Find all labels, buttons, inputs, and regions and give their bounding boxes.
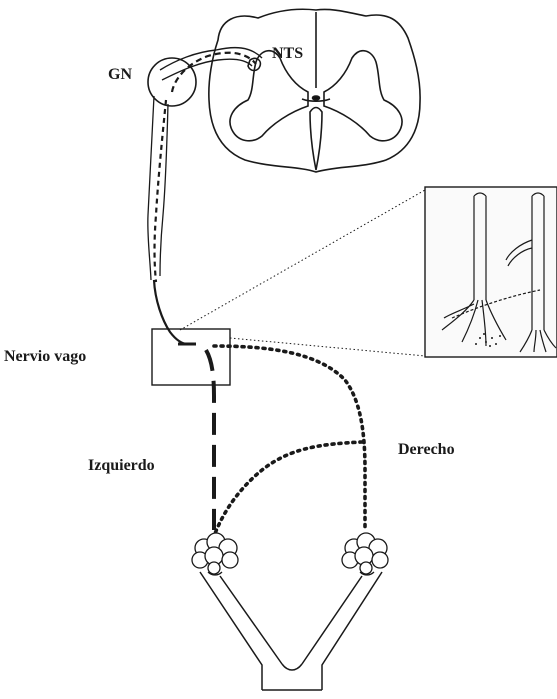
trachea-base	[282, 664, 302, 670]
central-canal	[313, 96, 320, 100]
root-fiber-inner	[162, 59, 252, 80]
gray-matter-left	[230, 51, 308, 141]
root-fiber-dashed	[172, 53, 256, 92]
label-vagus-nerve: Nervio vago	[4, 348, 86, 365]
inset-magnified-view	[425, 187, 557, 357]
crossing-path	[214, 442, 362, 536]
right-vagus-path	[214, 346, 365, 530]
zoom-connectors	[180, 190, 425, 356]
left-lung-cluster	[192, 533, 238, 575]
bronchus-right	[302, 572, 382, 690]
ganglion-nodose	[148, 58, 196, 106]
right-lung-cluster	[342, 533, 388, 575]
left-vagus-path	[206, 350, 214, 530]
nerve-trunk-lower	[154, 280, 188, 344]
label-nts: NTS	[272, 45, 303, 62]
label-gn: GN	[108, 66, 132, 83]
airway	[200, 572, 382, 690]
vagus-nerve-box	[152, 329, 230, 385]
ganglion-body	[148, 58, 196, 106]
inset-frame	[425, 187, 557, 357]
anterior-median-fissure	[310, 108, 322, 171]
nerve-trunk-left-edge	[148, 96, 154, 280]
afferent-fibers	[148, 48, 262, 344]
spinal-cord-section	[209, 9, 420, 172]
label-right: Derecho	[398, 441, 455, 458]
bronchus-left	[200, 572, 282, 690]
label-left: Izquierdo	[88, 457, 155, 474]
spinal-cord-outline	[209, 9, 420, 172]
gray-matter-right	[324, 51, 402, 141]
zoom-line-top	[180, 190, 425, 330]
